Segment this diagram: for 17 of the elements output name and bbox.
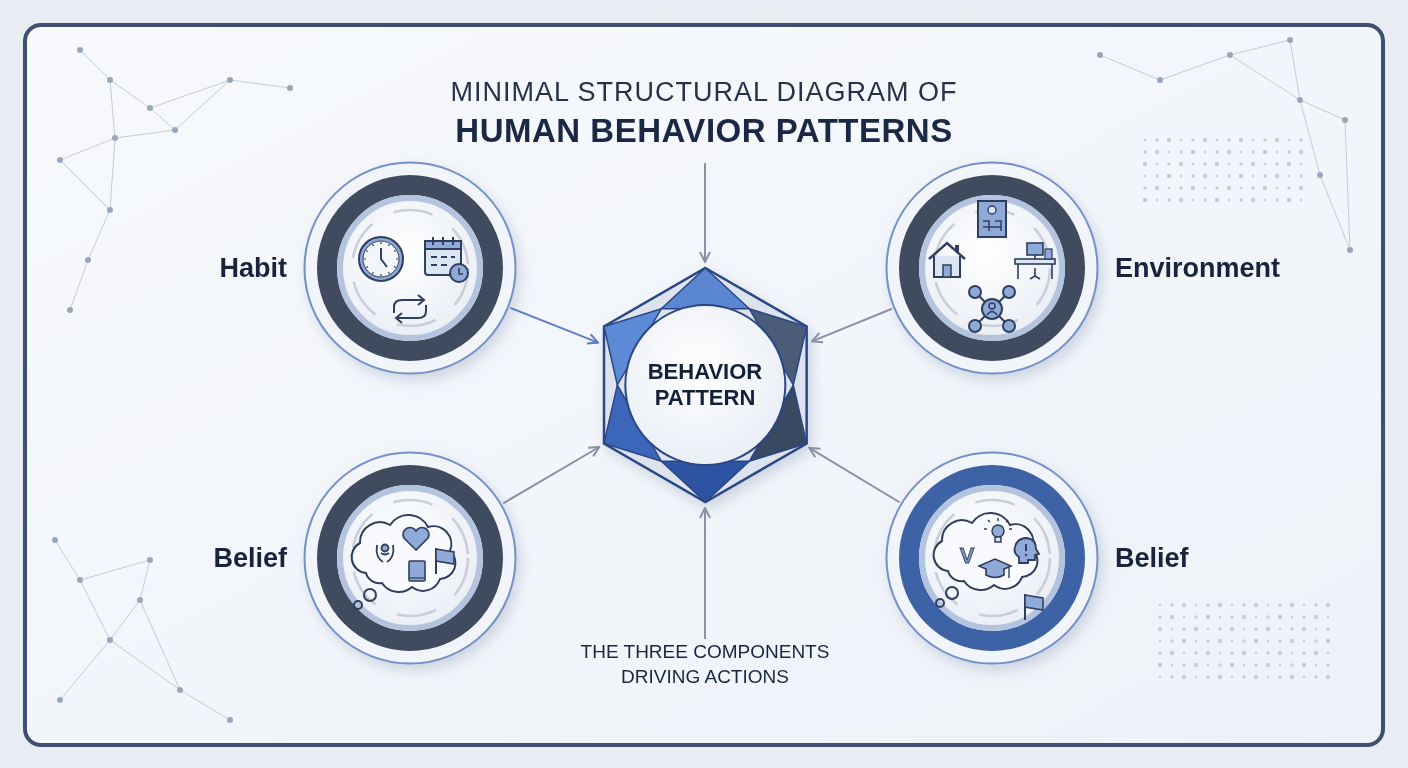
node-label: Belief bbox=[213, 542, 287, 574]
value-letter: V bbox=[959, 543, 975, 568]
node-label: Belief bbox=[1115, 542, 1189, 574]
arrow bbox=[502, 446, 601, 505]
arrow bbox=[699, 162, 711, 263]
icon-circle-node bbox=[219, 161, 517, 375]
arrow bbox=[810, 307, 893, 344]
arrow bbox=[509, 306, 600, 345]
icon-circle-node bbox=[885, 451, 1189, 665]
arrow bbox=[699, 507, 711, 640]
icon-circle-node bbox=[213, 451, 517, 665]
node-label: Habit bbox=[219, 252, 287, 284]
caption-text: THE THREE COMPONENTS DRIVING ACTIONS bbox=[545, 640, 865, 690]
arrow bbox=[808, 446, 901, 504]
diagram-title: MINIMAL STRUCTURAL DIAGRAM OF HUMAN BEHAVIOR PATTERNS bbox=[449, 76, 959, 151]
node-label: Environment bbox=[1115, 252, 1281, 284]
icon-circle-node bbox=[885, 161, 1281, 375]
